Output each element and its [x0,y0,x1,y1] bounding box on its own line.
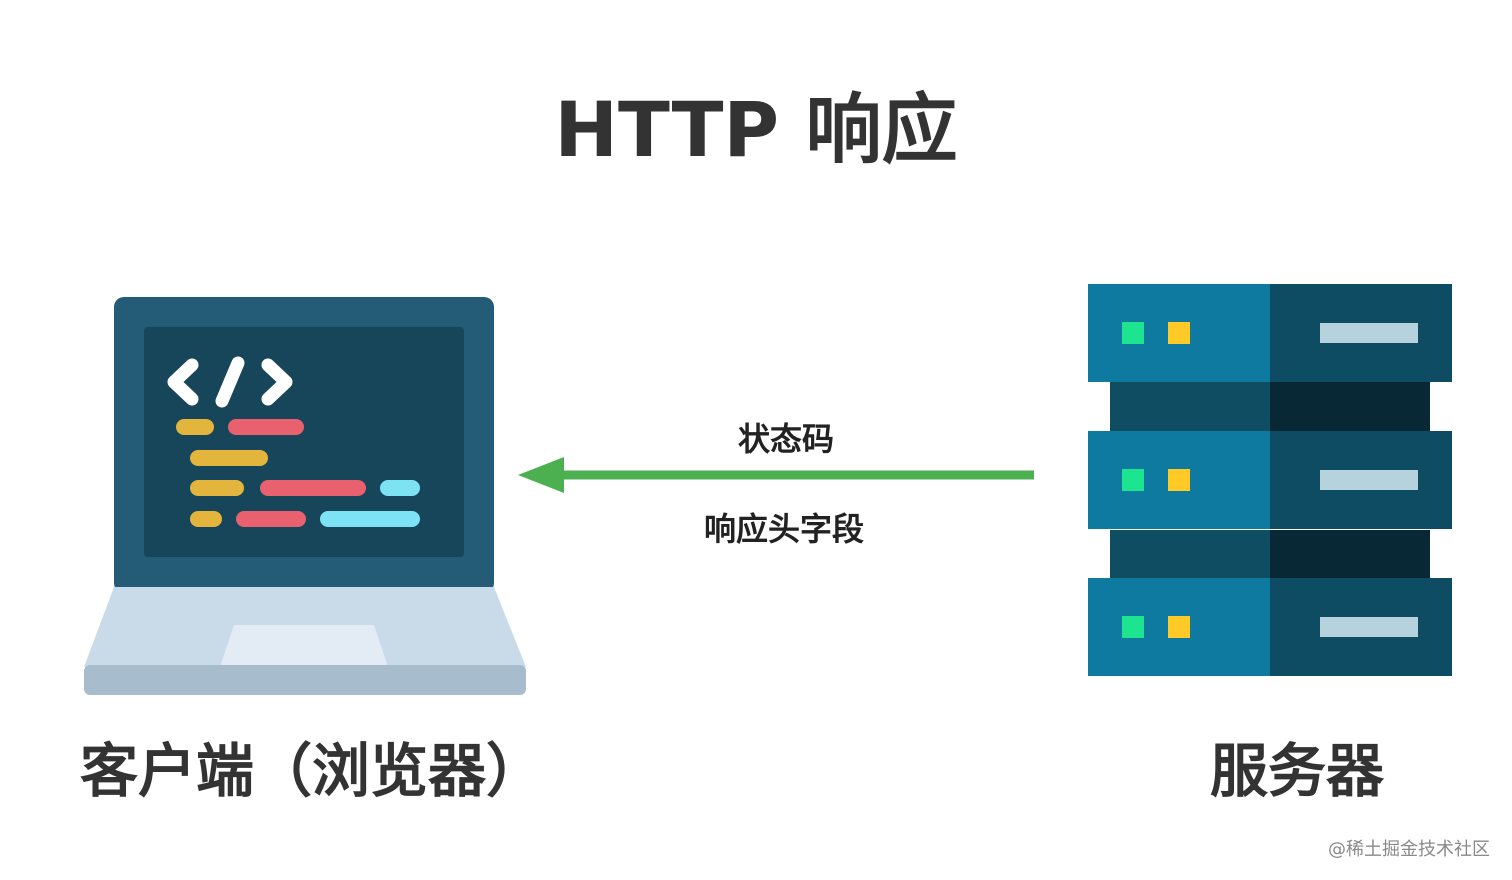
laptop-code-icon [84,297,526,695]
diagram-title: HTTP 响应 [554,85,958,174]
status-code-label: 状态码 [738,420,835,458]
response-arrow [518,457,1034,493]
client-label: 客户端（浏览器） [80,737,545,805]
server-label: 服务器 [1210,737,1385,805]
watermark: @稀土掘金技术社区 [1328,839,1490,860]
server-rack-icon [1088,284,1452,676]
response-header-label: 响应头字段 [704,510,865,548]
